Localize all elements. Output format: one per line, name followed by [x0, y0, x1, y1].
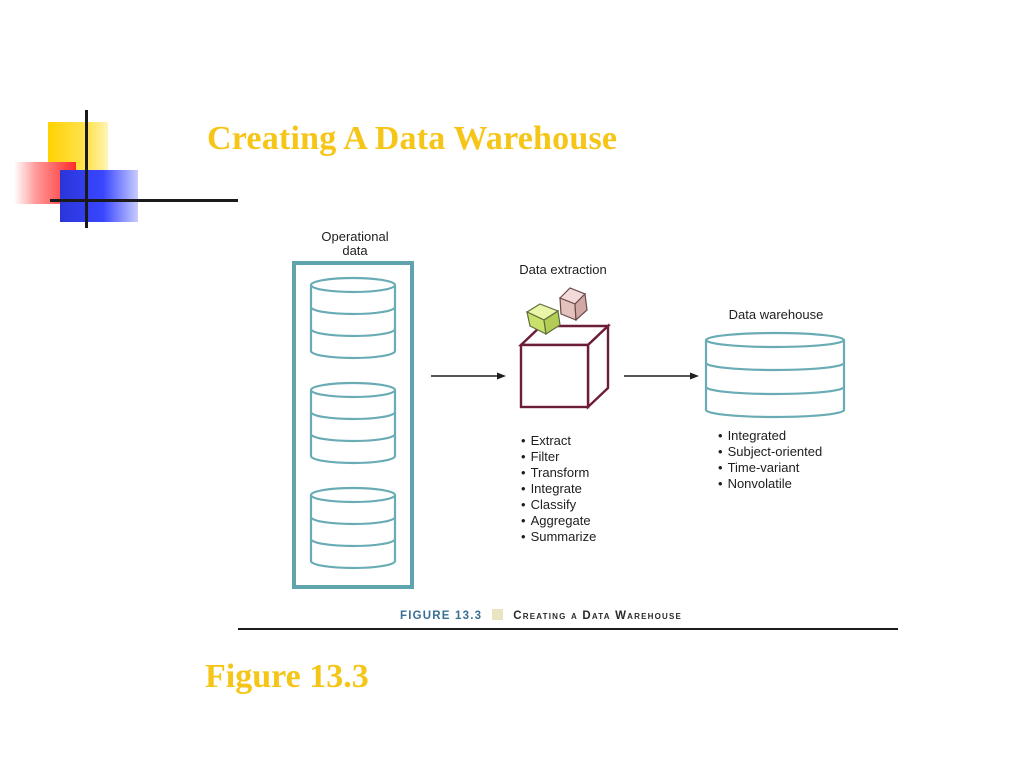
list-item: Subject-oriented: [718, 444, 823, 460]
list-item: Extract: [521, 433, 596, 449]
slide-caption: Figure 13.3: [205, 658, 369, 695]
operational-label-line1: Operational: [321, 229, 389, 244]
vertical-line: [85, 110, 88, 228]
list-item: Classify: [521, 497, 596, 513]
operational-data-label: Operational data: [300, 230, 410, 258]
list-item: Time-variant: [718, 460, 822, 476]
green-cube-icon: [525, 303, 561, 336]
list-item: Filter: [521, 449, 596, 465]
data-warehouse-icon: [704, 331, 846, 419]
data-warehouse-label: Data warehouse: [728, 307, 824, 322]
list-item: Aggregate: [521, 513, 596, 529]
list-item: Transform: [521, 465, 596, 481]
database-icon: [309, 381, 397, 465]
database-icon: [309, 486, 397, 570]
slide-title: Creating A Data Warehouse: [207, 120, 618, 157]
figure-caption-title: Creating a Data Warehouse: [513, 610, 683, 622]
list-item: Integrate: [521, 481, 596, 497]
pink-cube-icon: [558, 287, 588, 322]
list-item: Summarize: [521, 529, 597, 545]
operational-label-line2: data: [342, 243, 368, 258]
figure-drawing: [292, 261, 846, 589]
operational-data-frame: [292, 261, 414, 589]
figure-number: FIGURE 13.3: [400, 610, 483, 622]
data-extraction-label: Data extraction: [519, 262, 607, 277]
caption-swatch: [492, 609, 504, 620]
horizontal-line: [50, 199, 238, 202]
list-item: Nonvolatile: [718, 476, 822, 492]
figure-caption: FIGURE 13.3 Creating a Data Warehouse: [400, 609, 682, 622]
warehouse-properties-list: Integrated Subject-oriented Time-variant…: [718, 428, 823, 492]
database-icon: [309, 276, 397, 360]
list-item: Integrated: [718, 428, 822, 444]
blue-square: [60, 170, 138, 222]
figure-divider: [238, 628, 898, 630]
extraction-steps-list: Extract Filter Transform Integrate Class…: [521, 433, 597, 545]
extraction-box-icon: [517, 323, 612, 410]
arrow-icon: [431, 372, 506, 380]
arrow-icon: [624, 372, 699, 380]
corner-decoration: [0, 100, 240, 240]
data-warehouse-figure: Operational data Data extraction Data wa…: [238, 200, 898, 632]
